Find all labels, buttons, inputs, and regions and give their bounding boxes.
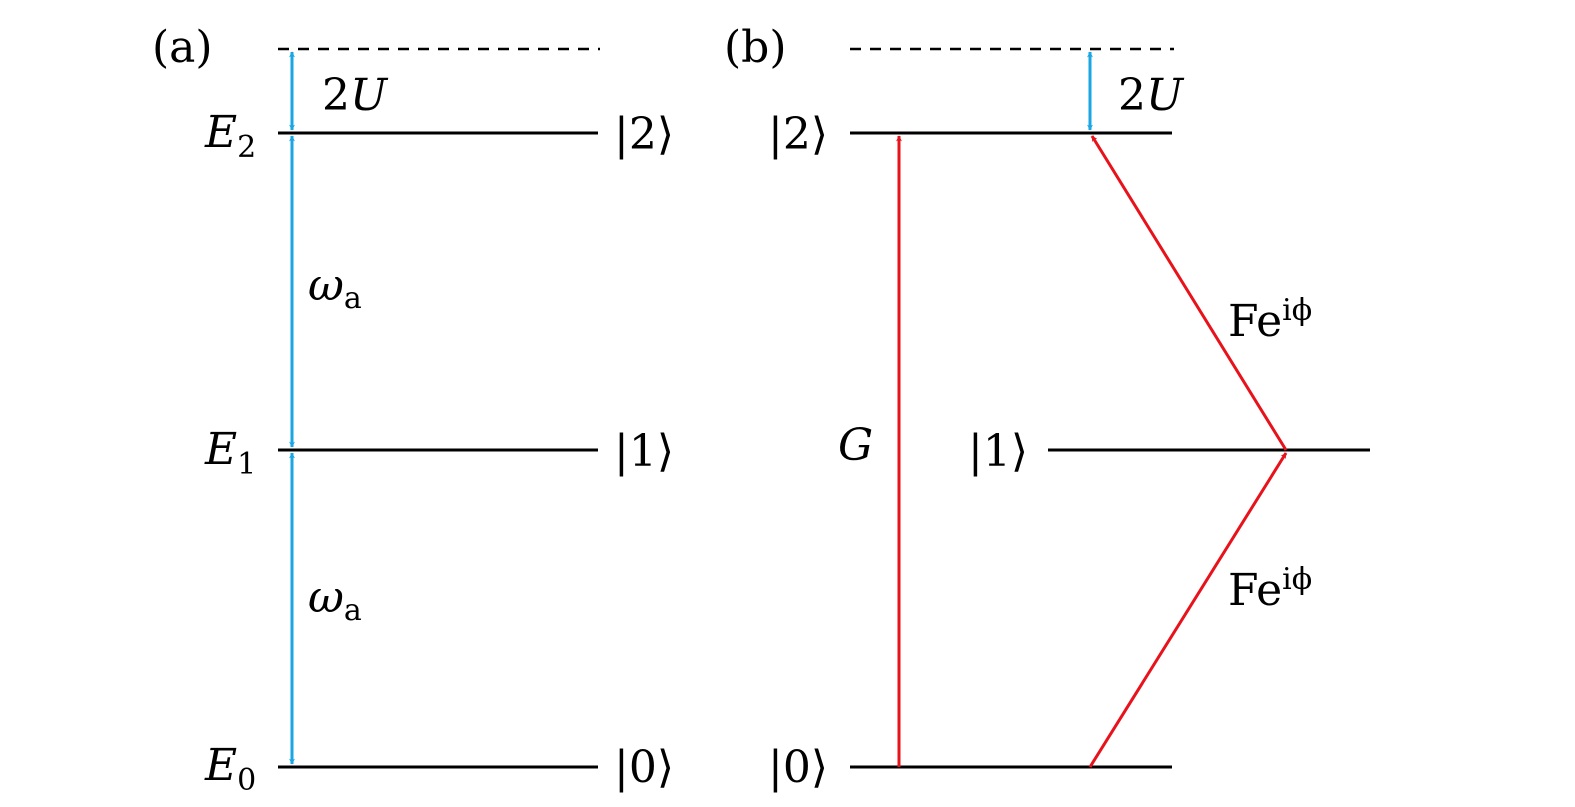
panel-b-g-label: G xyxy=(838,420,873,471)
panel-b-coupling-label-lower: Feiϕ xyxy=(1228,562,1312,616)
panel-b-f-arrow-upper xyxy=(1090,135,1288,451)
panel-b-label: (b) xyxy=(724,22,787,73)
panel-a-ket-0: |0⟩ xyxy=(614,742,674,793)
panel-b-2u-label: 2U xyxy=(1118,70,1185,121)
panel-a-ket-2: |2⟩ xyxy=(614,109,674,160)
energy-label-e1: E1 xyxy=(204,424,256,482)
panel-a-omega-label-upper: ωa xyxy=(308,260,362,316)
energy-label-e2: E2 xyxy=(204,107,256,165)
panel-a-2u-label: 2U xyxy=(322,70,389,121)
panel-b-coupling-label-upper: Feiϕ xyxy=(1228,293,1312,347)
panel-b-ket-1: |1⟩ xyxy=(968,426,1028,477)
panel-b-ket-2: |2⟩ xyxy=(768,109,828,160)
energy-label-e0: E0 xyxy=(204,740,256,798)
panel-b-ket-0: |0⟩ xyxy=(768,742,828,793)
panel-a-ket-1: |1⟩ xyxy=(614,426,674,477)
panel-a: (a) E2 E1 E0 2U ωa ωa |2⟩ |1⟩ |0⟩ xyxy=(152,22,674,798)
panel-a-label: (a) xyxy=(152,22,213,73)
panel-b: (b) 2U G Feiϕ Feiϕ |2⟩ |1⟩ |0⟩ xyxy=(724,22,1370,793)
panel-b-f-arrow-lower xyxy=(1088,452,1288,768)
panel-a-omega-label-lower: ωa xyxy=(308,572,362,628)
